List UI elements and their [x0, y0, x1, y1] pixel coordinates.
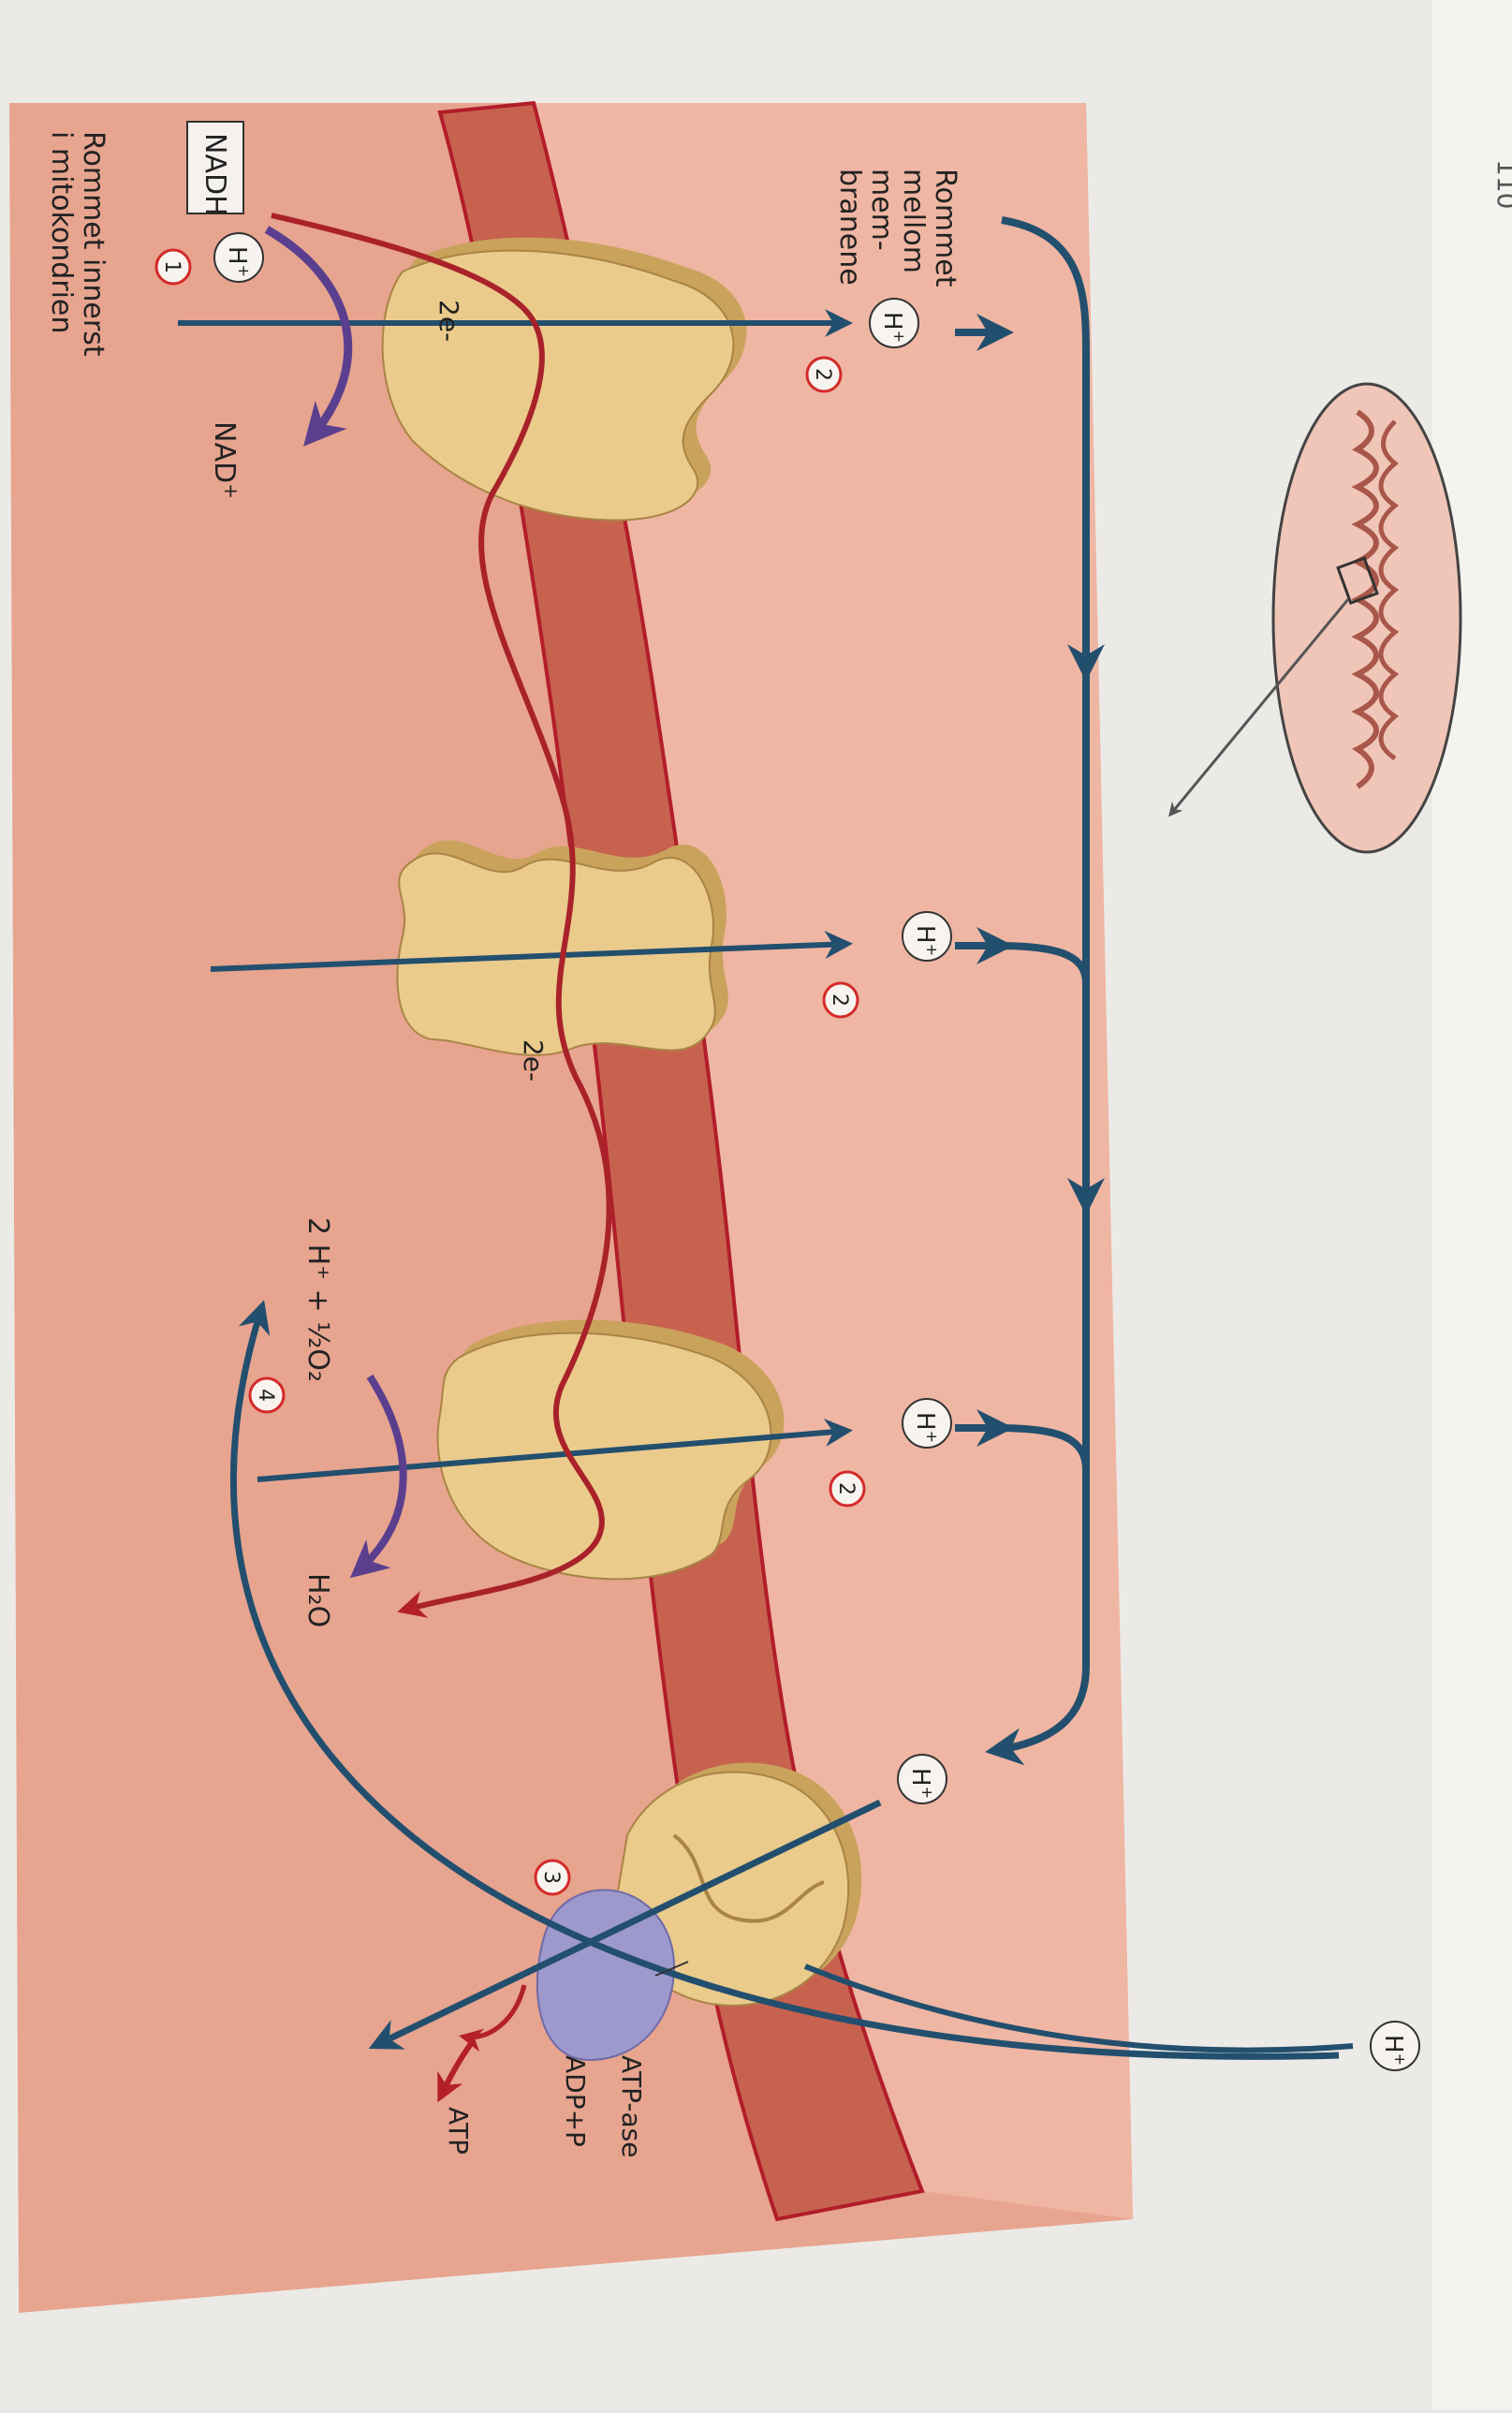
- nadh-label: NADH: [198, 133, 231, 216]
- svg-text:2: 2: [828, 993, 851, 1007]
- oxygen-reaction-label: 2 H⁺ + ½O₂: [301, 1217, 334, 1382]
- proton-badge-intermembrane-3: H+: [902, 1398, 952, 1449]
- intermembrane-label: Rommet mellom mem- branene: [833, 169, 962, 296]
- step-marker-3: 3: [534, 1859, 571, 1896]
- step-marker-4: 4: [248, 1376, 286, 1414]
- proton-badge-intermembrane-1: H+: [869, 298, 919, 348]
- nadh-box: NADH: [186, 121, 244, 216]
- nadh-oxidation-arrow: [264, 226, 353, 447]
- electrons-label-1: 2e-: [433, 300, 464, 342]
- matrix-label: Rommet innerst i mitokondrien: [45, 131, 110, 365]
- atp-synthase: [536, 1762, 862, 2062]
- svg-text:H+: H+: [1379, 2035, 1409, 2066]
- intermembrane-region: [534, 103, 1133, 2219]
- electron-transport-path: [271, 213, 612, 1618]
- proton-to-synthase-line: [803, 1964, 1354, 2053]
- proton-badge-intermembrane-2: H+: [902, 911, 952, 962]
- page-edge: [1432, 0, 1512, 2409]
- adp-p-label: ADP+P: [560, 2055, 591, 2147]
- step-marker-2b: 2: [822, 981, 859, 1019]
- step-marker-1: 1: [154, 248, 192, 286]
- proton-merge-3: [996, 1424, 1090, 1471]
- proton-badge-matrix: H+: [213, 232, 264, 283]
- water-label: H₂O: [301, 1573, 334, 1627]
- mitochondrion-icon: [1271, 382, 1462, 854]
- atp-ase-label: ATP-ase: [616, 2055, 647, 2157]
- water-formation-arrow: [349, 1374, 407, 1579]
- protein-complex-1: [381, 237, 747, 522]
- proton-pump-arrow-3: [257, 1419, 853, 1482]
- atp-label: ATP: [443, 2107, 474, 2155]
- proton-pump-arrow-2: [210, 930, 853, 972]
- nad-plus-label: NAD+: [208, 421, 242, 499]
- svg-text:H+: H+: [911, 1412, 941, 1443]
- proton-return-arrow: [229, 1300, 1340, 2060]
- proton-badge-synthase-bottom: H+: [1370, 2021, 1420, 2071]
- svg-text:2: 2: [811, 368, 834, 381]
- svg-text:1: 1: [160, 260, 183, 273]
- zoom-pointer-arrow: [1168, 598, 1350, 817]
- proton-badge-synthase-top: H+: [897, 1754, 947, 1804]
- atp-release-arrow: [437, 2039, 476, 2103]
- svg-text:3: 3: [539, 1871, 563, 1884]
- svg-text:H+: H+: [911, 925, 941, 956]
- svg-text:H+: H+: [223, 246, 253, 277]
- svg-text:H+: H+: [906, 1768, 936, 1799]
- svg-text:H+: H+: [878, 312, 908, 343]
- step-marker-2a: 2: [805, 356, 843, 393]
- atp-ase-leader-line: [654, 1961, 689, 1977]
- proton-collection-path: [985, 216, 1090, 1766]
- svg-text:4: 4: [254, 1389, 277, 1402]
- step-marker-2c: 2: [829, 1470, 866, 1508]
- adp-binding-arrow: [459, 1984, 527, 2053]
- proton-merge-2: [996, 942, 1090, 984]
- protein-complex-3: [436, 1319, 785, 1581]
- electrons-label-2: 2e-: [518, 1039, 549, 1081]
- atp-synthase-proton-arrow: [368, 1799, 882, 2050]
- page-number: 110: [1491, 159, 1512, 209]
- svg-text:2: 2: [834, 1482, 858, 1495]
